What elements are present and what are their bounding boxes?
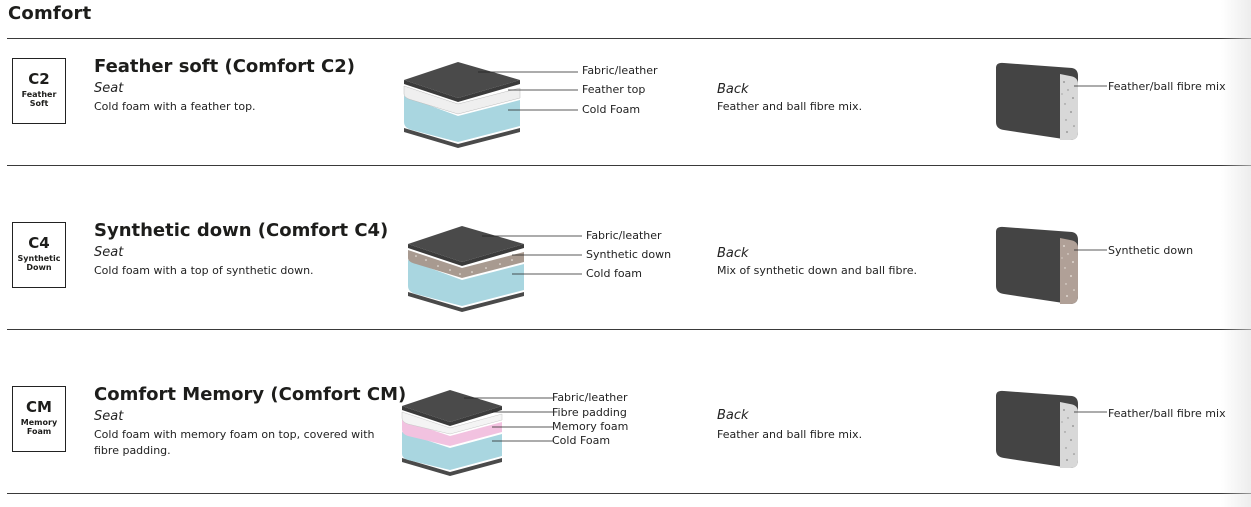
- layer-label: Fabric/leather: [582, 64, 658, 77]
- badge-subtitle-line: Feather: [21, 90, 57, 99]
- back-label: Back: [717, 408, 749, 423]
- page-title: Comfort: [8, 3, 92, 24]
- back-label: Back: [717, 246, 749, 261]
- comfort-code-badge: C2 Feather Soft: [12, 58, 66, 124]
- page-edge-shadow: [1221, 0, 1251, 507]
- section-heading: Comfort Memory (Comfort CM): [94, 384, 407, 405]
- badge-code: C2: [28, 70, 50, 88]
- seat-layers-diagram: [401, 390, 553, 476]
- layer-label: Cold foam: [586, 267, 643, 280]
- back-callout-label: Feather/ball fibre mix: [1108, 80, 1226, 93]
- divider: [7, 165, 1251, 166]
- back-label: Back: [717, 82, 749, 97]
- seat-label: Seat: [94, 81, 124, 96]
- back-cushion-feather-icon: [996, 390, 1107, 468]
- badge-code: C4: [28, 234, 50, 252]
- section-heading: Synthetic down (Comfort C4): [94, 220, 389, 241]
- divider: [7, 329, 1251, 330]
- divider: [7, 493, 1251, 494]
- back-callout-label: Synthetic down: [1108, 244, 1194, 257]
- seat-label: Seat: [94, 409, 124, 424]
- seat-description: Cold foam with a feather top.: [94, 100, 256, 113]
- back-description: Feather and ball fibre mix.: [717, 100, 863, 113]
- badge-subtitle-line: Memory: [20, 418, 58, 427]
- back-cushion-synthetic-icon: [996, 226, 1107, 304]
- seat-description: fibre padding.: [94, 444, 171, 457]
- top-fabric-layer: [404, 62, 520, 98]
- comfort-section-c4: C4 Synthetic Down Synthetic down (Comfor…: [0, 220, 1251, 342]
- divider: [7, 38, 1251, 39]
- seat-layers-diagram: [403, 62, 578, 148]
- layer-label: Memory foam: [552, 420, 629, 433]
- bottom-fabric-layer: [404, 128, 520, 148]
- badge-subtitle-line: Foam: [26, 427, 52, 436]
- back-callout-label: Feather/ball fibre mix: [1108, 407, 1226, 420]
- comfort-section-cm: CM Memory Foam Comfort Memory (Comfort C…: [0, 384, 1251, 506]
- comfort-code-badge: CM Memory Foam: [12, 386, 66, 452]
- feather-top-layer: [403, 85, 521, 115]
- layer-label: Feather top: [582, 83, 646, 96]
- comfort-section-c2: C2 Feather Soft Feather soft (Comfort C2…: [0, 56, 1251, 178]
- layer-label: Synthetic down: [586, 248, 672, 261]
- seat-description: Cold foam with memory foam on top, cover…: [94, 428, 375, 441]
- badge-subtitle-line: Down: [26, 263, 52, 272]
- layer-label: Cold Foam: [552, 434, 611, 447]
- badge-subtitle-line: Synthetic: [17, 254, 61, 263]
- comfort-code-badge: C4 Synthetic Down: [12, 222, 66, 288]
- badge-code: CM: [26, 398, 52, 416]
- layer-label: Fibre padding: [552, 406, 627, 419]
- seat-layers-diagram: [408, 226, 582, 312]
- badge-subtitle-line: Soft: [29, 99, 49, 108]
- layer-label: Cold Foam: [582, 103, 641, 116]
- seat-description: Cold foam with a top of synthetic down.: [94, 264, 314, 277]
- seat-label: Seat: [94, 245, 124, 260]
- layer-label: Fabric/leather: [552, 391, 628, 404]
- section-heading: Feather soft (Comfort C2): [94, 56, 355, 77]
- cold-foam-layer: [404, 96, 520, 142]
- layer-label: Fabric/leather: [586, 229, 662, 242]
- back-description: Mix of synthetic down and ball fibre.: [717, 264, 917, 277]
- back-description: Feather and ball fibre mix.: [717, 428, 863, 441]
- back-cushion-feather-icon: [996, 62, 1107, 140]
